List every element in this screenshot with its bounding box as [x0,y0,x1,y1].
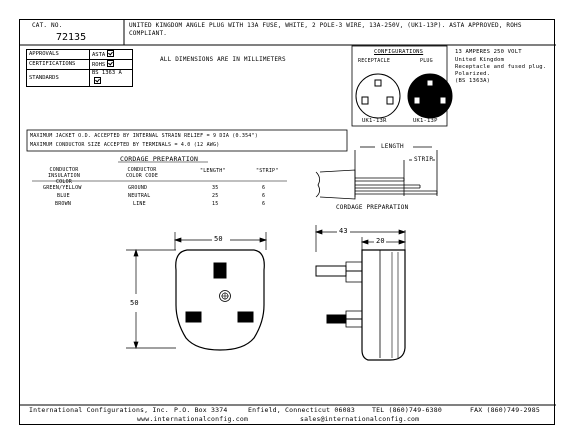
cordage-cell: 6 [262,201,266,207]
line-pin [237,311,254,323]
footer-email[interactable]: sales@internationalconfig.com [300,415,420,423]
spec-table: APPROVALS ASTA CERTIFICATIONS ROHS STAND… [26,49,133,87]
rating-line-1: 13 AMPERES 250 VOLT [455,49,522,55]
spec-label: APPROVALS [26,49,90,60]
cordage-cell: LINE [133,201,146,207]
inner-depth-dimension: 20 [376,237,385,245]
table-row: CERTIFICATIONS ROHS [26,59,133,70]
spec-value: BS 1363 A [92,70,122,76]
cord-diagram-caption: CORDAGE PREPARATION [336,204,409,211]
footer-fax: FAX (860)749-2985 [470,406,540,414]
plug-side-view [314,225,407,361]
plug-face-icon [407,73,453,119]
check-icon [94,77,101,84]
cordage-cell: BLUE [57,193,70,199]
conductor-note: MAXIMUM CONDUCTOR SIZE ACCEPTED BY TERMI… [30,142,220,148]
footer-company: International Configurations, Inc. [29,406,169,414]
col-header-strip: "STRIP" [256,168,279,174]
col-header-insulation: CONDUCTOR INSULATION COLOR [47,167,81,185]
cat-number-label: CAT. No. [32,22,63,29]
spec-value: ASTA [92,52,106,58]
cordage-cell: 6 [262,193,266,199]
plug-front-view [126,232,268,351]
footer-tel: TEL (860)749-6380 [372,406,442,414]
cordage-title: CORDAGE PREPARATION [120,155,199,163]
table-row: STANDARDS BS 1363 A [26,69,133,87]
rating-line-4: Polarized. [455,71,491,77]
rating-line-2: United Kingdom [455,57,505,63]
cordage-cell: NEUTRAL [128,193,151,199]
spec-label: CERTIFICATIONS [26,59,90,70]
cordage-cell: 6 [262,185,266,191]
overall-depth-dimension: 43 [339,227,348,235]
plug-label: PLUG [420,58,433,64]
drawing-sheet [19,19,555,425]
spec-value: ROHS [92,62,106,68]
jacket-note: MAXIMUM JACKET O.D. ACCEPTED BY INTERNAL… [30,133,258,139]
footer-city: Enfield, Connecticut 06083 [248,406,355,414]
cordage-cell: 15 [212,201,219,207]
cordage-cell: 25 [212,193,219,199]
cat-number: 72135 [56,32,87,43]
cordage-cell: 35 [212,185,219,191]
rating-line-3: Receptacle and fused plug. [455,64,547,70]
neutral-pin [185,311,202,323]
footer-website[interactable]: www.internationalconfig.com [137,415,249,423]
plug-code: UK1-13P [413,118,438,124]
product-description: UNITED KINGDOM ANGLE PLUG WITH 13A FUSE,… [129,22,522,37]
configurations-title: CONFIGURATIONS [374,49,424,55]
cordage-cell: GROUND [128,185,148,191]
receptacle-face-icon [355,73,401,119]
cordage-cell: BROWN [55,201,72,207]
strip-label: STRIP [414,156,434,163]
col-header-length: "LENGTH" [200,168,226,174]
col-header-colorcode: CONDUCTOR COLOR CODE [125,167,159,179]
screw-icon [219,290,231,302]
spec-label: STANDARDS [26,69,90,87]
cord-diagram [315,146,438,200]
cordage-cell: GREEN/YELLOW [43,185,82,191]
receptacle-code: UK1-13R [362,118,387,124]
earth-pin [213,262,227,279]
footer-po-box: P.O. Box 3374 [174,406,228,414]
length-label: LENGTH [381,143,404,150]
check-icon [107,60,115,67]
rating-line-5: (BS 1363A) [455,78,491,84]
notes-box [26,129,348,152]
width-dimension: 50 [214,235,223,243]
height-dimension: 50 [130,299,139,307]
dimensions-note: ALL DIMENSIONS ARE IN MILLIMETERS [160,56,286,63]
receptacle-label: RECEPTACLE [358,58,391,64]
table-row: APPROVALS ASTA [26,49,133,60]
check-icon [107,50,115,57]
